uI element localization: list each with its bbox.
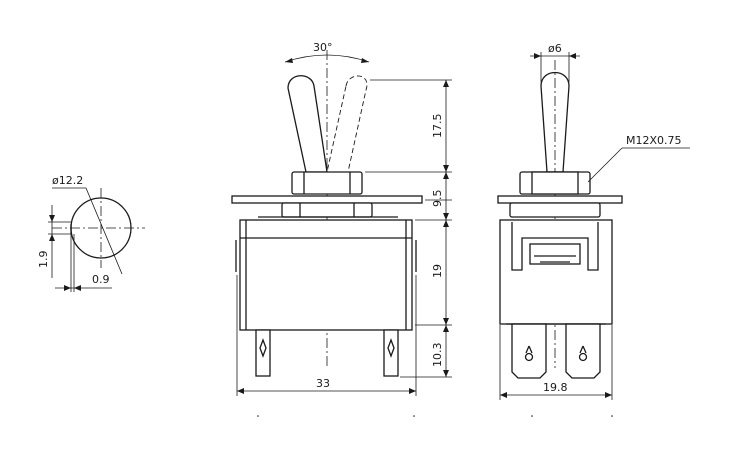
terminal-length-label: 10.3 (431, 343, 444, 368)
side-body-recess (529, 243, 581, 265)
lever-height-label: 17.5 (431, 114, 444, 139)
speck (257, 415, 259, 417)
cap-diameter-label: ø12.2 (52, 174, 83, 187)
side-terminal-right (565, 323, 601, 379)
dim-arrow (443, 80, 449, 87)
flat-arrow-top (49, 215, 55, 222)
speck (531, 415, 533, 417)
offset-arrow-left (64, 285, 71, 291)
bushing-nut-bottom (281, 202, 373, 218)
dim-arrow (443, 172, 449, 179)
terminal-left (255, 329, 271, 377)
switch-body (239, 219, 413, 331)
side-body (499, 219, 613, 325)
thread-leader (587, 147, 623, 183)
front-view: 30° (231, 41, 452, 417)
body-width-label: 33 (316, 377, 330, 390)
side-body-window (511, 222, 599, 271)
dim-arrow (237, 388, 244, 394)
offset-label: 0.9 (92, 273, 110, 286)
offset-arrow-right (74, 285, 81, 291)
dim-arrow (605, 392, 612, 398)
side-lever (540, 71, 570, 173)
dim-arrow (443, 318, 449, 325)
dim-arrow (443, 370, 449, 377)
terminal-left-hole (259, 338, 267, 358)
cap-end-view: ø12.2 1.9 0.9 (37, 174, 145, 292)
side-terminal-left (511, 323, 547, 379)
mounting-plate (231, 195, 423, 204)
nut-face (531, 171, 579, 195)
dim-arrow (534, 53, 541, 59)
angle-arrow-right (361, 58, 369, 63)
body-height-label: 19 (431, 264, 444, 278)
angle-label: 30° (313, 41, 333, 54)
terminal-detail (579, 345, 587, 354)
flat-height-label: 1.9 (37, 251, 50, 269)
side-nut-bottom (509, 202, 601, 218)
dim-arrow (443, 165, 449, 172)
terminal-hole (524, 352, 534, 362)
bushing-height-label: 9.5 (431, 190, 444, 208)
terminal-right-hole (387, 338, 395, 358)
angle-arrow-left (285, 58, 293, 63)
dim-arrow (500, 392, 507, 398)
lever-diameter-label: ø6 (548, 42, 562, 55)
dim-arrow (443, 220, 449, 227)
thread-spec-label: M12X0.75 (626, 134, 682, 147)
terminal-detail (525, 345, 533, 354)
terminal-hole (578, 352, 588, 362)
flat-arrow-bottom (49, 234, 55, 241)
dim-arrow (443, 325, 449, 332)
angle-arc (284, 54, 370, 63)
lever-alternate (326, 75, 368, 173)
dim-arrow (409, 388, 416, 394)
dim-arrow (443, 213, 449, 220)
bushing-nut-top (291, 171, 363, 195)
lever-solid (287, 75, 328, 173)
side-width-label: 19.8 (543, 381, 568, 394)
side-view: ø6 M12X0.75 19.8 (497, 42, 690, 417)
recess-detail (534, 255, 576, 263)
cap-diameter-leader (85, 187, 123, 275)
side-plate (497, 195, 623, 204)
dim-arrow (569, 53, 576, 59)
speck (413, 415, 415, 417)
speck (611, 415, 613, 417)
terminal-right (383, 329, 399, 377)
